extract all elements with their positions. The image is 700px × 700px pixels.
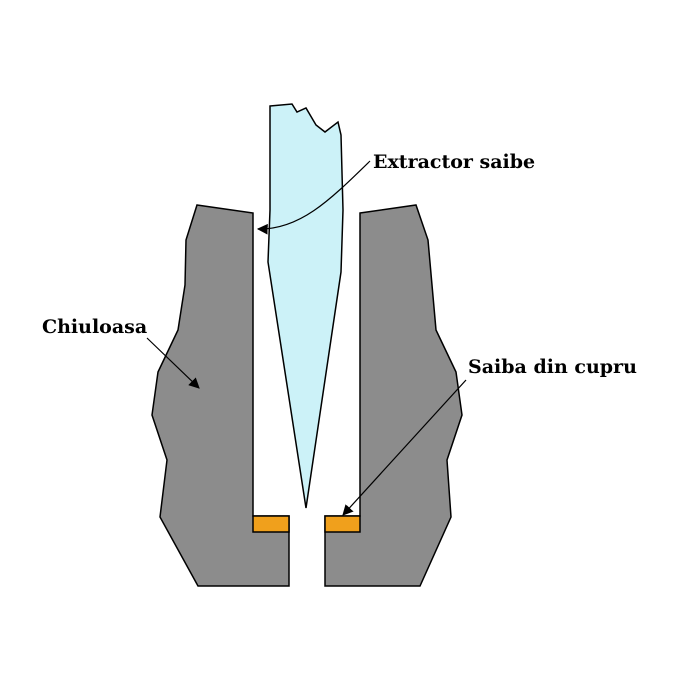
label-copper-washer: Saiba din cupru	[468, 356, 637, 378]
copper-washer-left	[252, 515, 290, 533]
extractor-leader-arrow	[256, 160, 371, 235]
label-extractor: Extractor saibe	[373, 151, 535, 173]
washer-leader-arrow	[342, 379, 467, 516]
extractor-tool	[267, 103, 344, 509]
label-cylinder-head: Chiuloasa	[42, 316, 147, 338]
head-leader-arrow	[146, 337, 200, 389]
copper-washer-right	[324, 515, 361, 533]
